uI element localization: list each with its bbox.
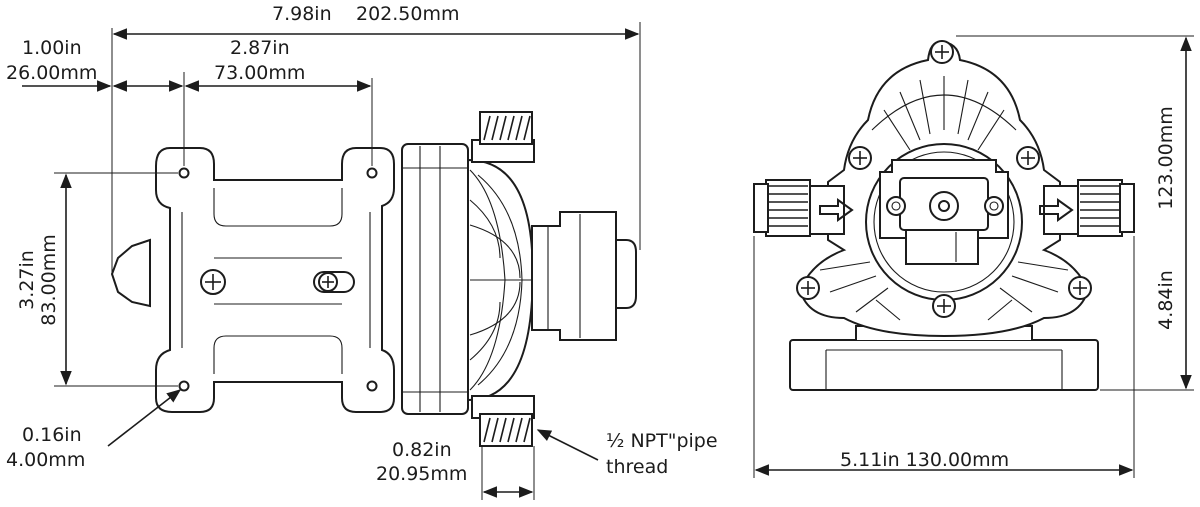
outlet-arrow-icon bbox=[1039, 198, 1074, 222]
overall-width-label: 5.11in 130.00mm bbox=[840, 449, 1009, 471]
pump-front-view bbox=[753, 40, 1135, 391]
inlet-port-thread bbox=[765, 179, 811, 237]
overall-length-mm: 202.50mm bbox=[356, 3, 460, 25]
hole-diameter-in: 0.16in bbox=[22, 424, 82, 446]
plate-screw-left bbox=[200, 269, 226, 295]
hole-spacing-width-in: 3.27in bbox=[16, 250, 38, 310]
pump-side-view bbox=[110, 111, 637, 447]
pipe-thread-leader bbox=[536, 429, 599, 461]
pressure-switch-window bbox=[905, 229, 979, 265]
mount-hole-bottom-right bbox=[366, 380, 378, 392]
hole-spacing-length-mm: 73.00mm bbox=[214, 62, 305, 84]
mount-hole-top-left bbox=[178, 167, 190, 179]
hole-diameter-leader bbox=[107, 389, 182, 447]
port-width-in: 0.82in bbox=[392, 439, 452, 461]
overall-height-mm: 123.00mm bbox=[1155, 106, 1177, 210]
pipe-thread-label-2: thread bbox=[606, 456, 668, 478]
hole-diameter-mm: 4.00mm bbox=[6, 449, 85, 471]
pipe-thread-label: ½ NPT"pipe bbox=[606, 430, 718, 452]
side-view-dimensions: 7.98in 202.50mm 1.00in 26.00mm 2.87in 73… bbox=[6, 3, 718, 500]
outlet-port-thread bbox=[1077, 179, 1123, 237]
head-screw-upper-left bbox=[848, 146, 872, 170]
port-width-mm: 20.95mm bbox=[376, 463, 467, 485]
front-view-dimensions: 5.11in 130.00mm 123.00mm 4.84in bbox=[753, 35, 1194, 478]
head-screw-lower-left bbox=[796, 276, 820, 300]
plate-slot-screw-right bbox=[313, 271, 355, 293]
mount-offset-in: 1.00in bbox=[22, 37, 82, 59]
mount-hole-top-right bbox=[366, 167, 378, 179]
head-screw-top bbox=[930, 40, 954, 64]
hole-spacing-width-mm: 83.00mm bbox=[38, 234, 60, 325]
head-screw-bottom bbox=[932, 294, 956, 318]
outlet-port-body bbox=[1043, 185, 1081, 235]
head-screw-upper-right bbox=[1016, 146, 1040, 170]
inlet-arrow-icon bbox=[819, 198, 854, 222]
pump-base bbox=[789, 339, 1099, 391]
overall-height-in: 4.84in bbox=[1155, 270, 1177, 330]
hole-spacing-length-in: 2.87in bbox=[230, 37, 290, 59]
inlet-port-body bbox=[807, 185, 845, 235]
mount-offset-mm: 26.00mm bbox=[6, 62, 97, 84]
mount-hole-bottom-left bbox=[178, 380, 190, 392]
head-screw-lower-right bbox=[1068, 276, 1092, 300]
overall-length-in: 7.98in bbox=[272, 3, 332, 25]
